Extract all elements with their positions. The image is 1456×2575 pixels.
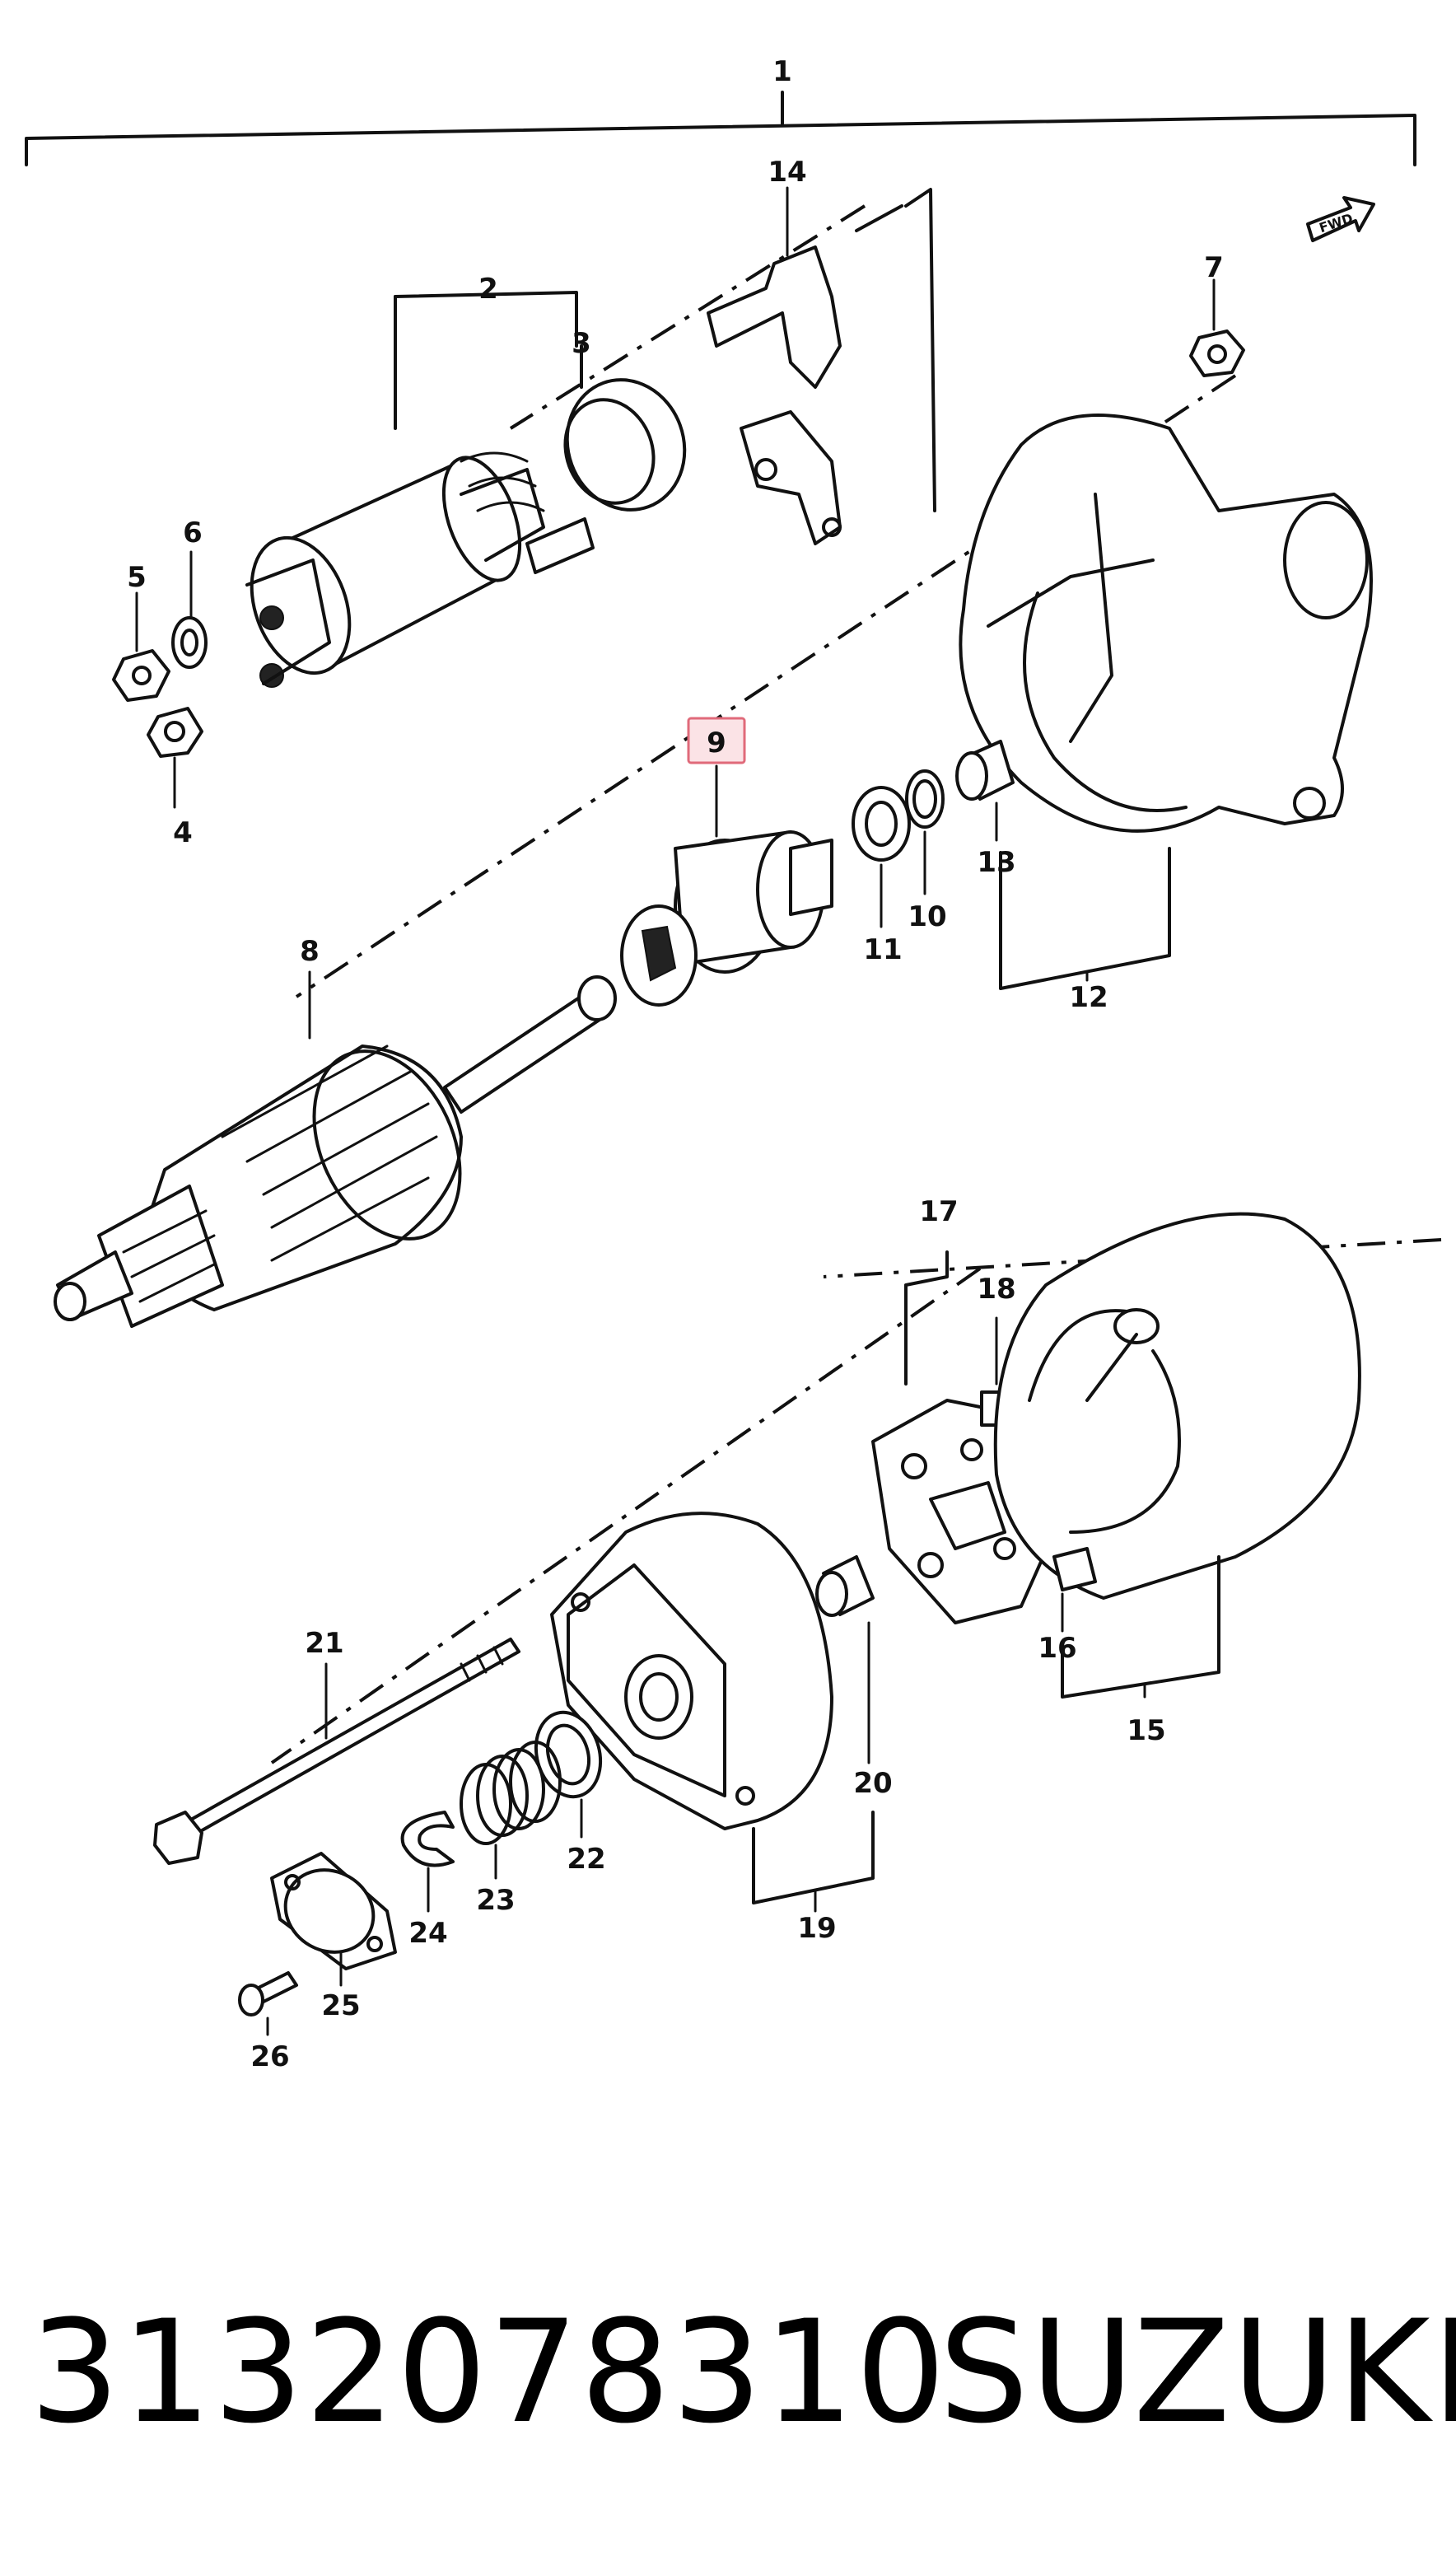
- callout-26: 26: [250, 2040, 289, 2073]
- callout-24: 24: [408, 1917, 447, 1950]
- callout-23: 23: [476, 1884, 515, 1917]
- drive-housing: [959, 414, 1373, 990]
- part-number: 3132078310: [30, 2289, 948, 2455]
- highlight-box-9: [687, 717, 746, 764]
- end-cap: [270, 1852, 397, 1987]
- callout-11: 11: [863, 933, 902, 966]
- callout-19: 19: [797, 1912, 836, 1945]
- cap-screw: [238, 1971, 298, 2036]
- callout-4: 4: [173, 816, 193, 849]
- armature: [54, 970, 617, 1328]
- end-bushing: [815, 1555, 875, 1764]
- front-arrow-label: FWD: [1317, 210, 1355, 236]
- callout-2: 2: [478, 273, 498, 306]
- through-bolt: [153, 1638, 520, 1865]
- callout-7: 7: [1204, 251, 1224, 284]
- callout-14: 14: [768, 156, 806, 189]
- brand-name: SUZUKI: [939, 2289, 1456, 2455]
- bracket-assembly-1: [25, 91, 1416, 166]
- callout-12: 12: [1069, 981, 1108, 1014]
- solenoid-switch: [245, 291, 595, 688]
- callout-22: 22: [567, 1843, 605, 1876]
- callout-21: 21: [305, 1627, 343, 1660]
- callout-13: 13: [977, 846, 1015, 879]
- callout-17: 17: [919, 1195, 958, 1228]
- front-arrow-icon: FWD: [1306, 196, 1375, 242]
- callout-20: 20: [853, 1767, 892, 1800]
- callout-18: 18: [977, 1273, 1015, 1306]
- callout-1: 1: [772, 55, 792, 88]
- shim-ring: [563, 344, 687, 512]
- pinion-clutch: [620, 764, 833, 1007]
- callout-15: 15: [1127, 1714, 1165, 1747]
- caption-footer: 3132078310 SUZUKI: [0, 2290, 1456, 2455]
- callout-6: 6: [183, 516, 203, 549]
- yoke-field-frame: [993, 1212, 1361, 1699]
- housing-nut: [1189, 278, 1245, 377]
- drive-bushing: [955, 740, 1015, 842]
- drive-lever: [707, 186, 936, 545]
- spring: [460, 1741, 562, 1880]
- end-frame: [550, 1512, 875, 1913]
- e-clip: [400, 1811, 455, 1913]
- callout-3: 3: [572, 327, 591, 360]
- callout-labels: 1 2 3 4 5 6 7 8 9 10 11 12 13 14 15 16 1…: [127, 55, 1224, 2073]
- terminal-nuts: [112, 550, 208, 809]
- callout-5: 5: [127, 561, 147, 594]
- callout-10: 10: [908, 900, 946, 933]
- starter-exploded-diagram: FWD: [25, 55, 1442, 2073]
- stop-ring-collar: [852, 769, 945, 928]
- callout-8: 8: [300, 935, 320, 968]
- callout-9: 9: [707, 727, 726, 759]
- callout-25: 25: [321, 1989, 360, 2022]
- callout-16: 16: [1038, 1632, 1076, 1665]
